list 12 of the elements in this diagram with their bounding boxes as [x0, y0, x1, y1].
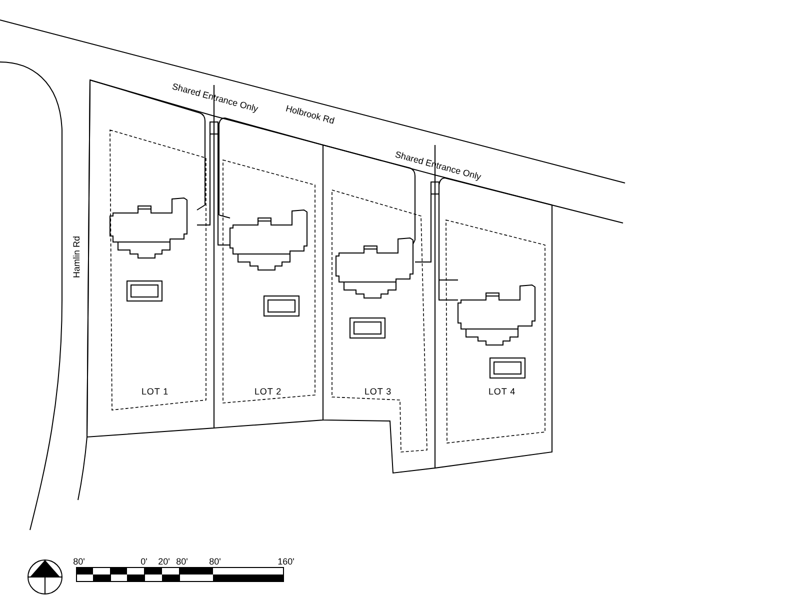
road-label: Hamlin Rd	[72, 236, 82, 278]
scale-label: 0'	[140, 558, 148, 566]
scale-label: 20'	[158, 558, 170, 566]
lot-label: LOT 1	[141, 385, 169, 398]
road-label: Shared Entrance Only	[171, 82, 259, 114]
scale-label: 80'	[176, 558, 188, 566]
lot-label: LOT 3	[364, 385, 392, 398]
lot-label: LOT 4	[488, 385, 516, 398]
lot-label: LOT 2	[254, 385, 282, 398]
scale-label: 80'	[73, 558, 85, 566]
scale-label: 80'	[209, 558, 221, 566]
scale-label: 160'	[278, 558, 294, 566]
